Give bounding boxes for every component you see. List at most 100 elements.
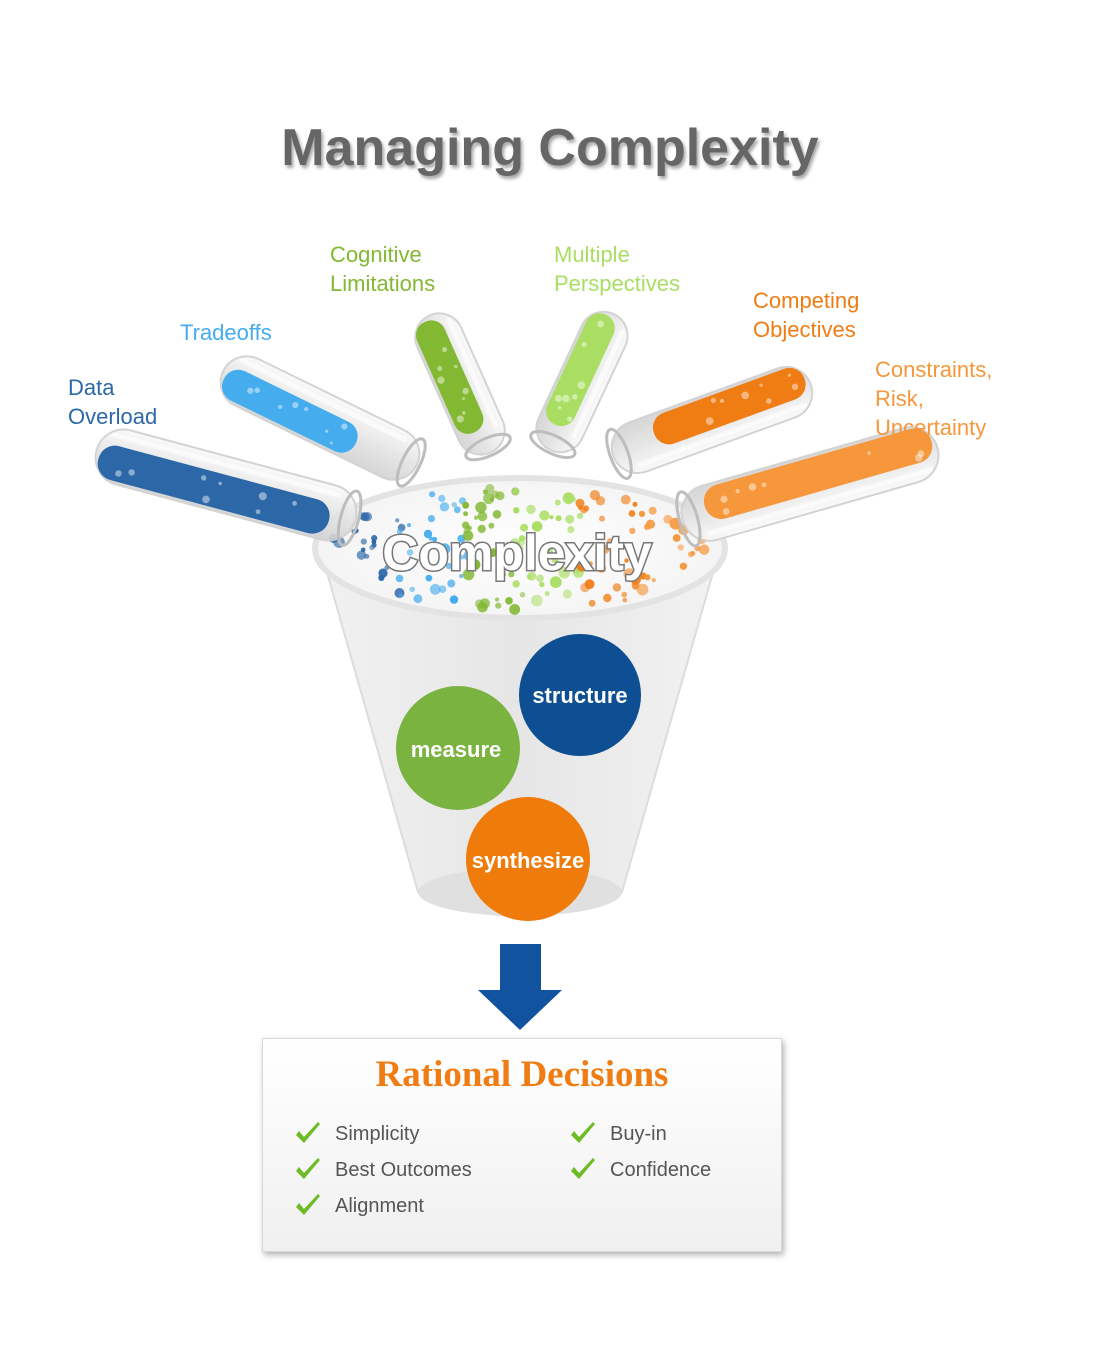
bubble xyxy=(462,568,475,581)
bubble xyxy=(463,551,473,561)
bubble xyxy=(527,571,537,581)
bubble xyxy=(477,511,488,522)
bubble xyxy=(549,576,562,588)
bubble xyxy=(459,573,464,579)
bubble xyxy=(405,565,412,572)
outcome-item-confidence: Confidence xyxy=(568,1155,711,1185)
bubble xyxy=(485,484,495,493)
bubble xyxy=(672,534,681,542)
bubble xyxy=(396,528,403,535)
step-structure-label: structure xyxy=(532,683,627,708)
bubble xyxy=(536,574,544,583)
bubble xyxy=(597,548,602,553)
bubble xyxy=(360,538,367,545)
mixed-bubbles xyxy=(328,484,710,615)
step-measure: measure xyxy=(396,686,520,810)
bubble xyxy=(475,501,487,514)
outcome-item-label: Buy-in xyxy=(610,1122,667,1145)
bubble xyxy=(603,593,612,603)
bubble xyxy=(509,604,521,615)
bubble xyxy=(587,561,593,567)
test-tube xyxy=(675,426,940,548)
bubble xyxy=(508,571,515,578)
bubble xyxy=(580,582,590,593)
bubble xyxy=(541,545,553,557)
outcome-item-label: Confidence xyxy=(610,1158,712,1181)
funnel-label: Complexity xyxy=(382,525,652,581)
bubble xyxy=(620,494,631,505)
bubble xyxy=(600,544,610,554)
bubble xyxy=(489,497,494,502)
bubble xyxy=(360,512,370,522)
bubble xyxy=(463,528,469,534)
bubble xyxy=(495,602,502,609)
bubble xyxy=(475,599,484,609)
bubble xyxy=(384,565,390,571)
bubble xyxy=(467,525,473,531)
label-data-overload: Data Overload xyxy=(68,375,158,429)
outcome-item-buy-in: Buy-in xyxy=(568,1119,667,1149)
bubble xyxy=(539,581,545,588)
bubble xyxy=(395,574,404,583)
step-synthesize: synthesize xyxy=(466,797,590,921)
bubble xyxy=(606,538,614,546)
bubble xyxy=(371,535,378,542)
bubble xyxy=(648,506,657,515)
bubble xyxy=(612,583,622,592)
checkmark-icon xyxy=(296,1122,320,1143)
bubble xyxy=(531,594,543,607)
bubble xyxy=(531,521,543,532)
bubble xyxy=(576,512,584,520)
bubble xyxy=(502,572,507,577)
bubble xyxy=(588,599,596,607)
bubble xyxy=(644,523,651,530)
bubble xyxy=(699,544,710,555)
bubble xyxy=(449,595,459,604)
step-structure-circle xyxy=(519,634,641,756)
outcome-item-best-outcomes: Best Outcomes xyxy=(293,1155,472,1185)
bubble xyxy=(371,542,377,548)
outcome-box: Rational Decisions Simplicity Best Outco… xyxy=(262,1038,782,1252)
bubble xyxy=(462,501,470,509)
bubble xyxy=(438,585,447,593)
bubble xyxy=(571,497,577,502)
bubble xyxy=(413,594,423,604)
bubble xyxy=(651,578,656,583)
bubble xyxy=(409,586,415,592)
bubble xyxy=(640,549,647,556)
bubble xyxy=(429,491,436,498)
bubble xyxy=(549,515,554,520)
bubble xyxy=(551,556,559,564)
bubble xyxy=(488,522,495,529)
bubble xyxy=(558,566,571,579)
bubble xyxy=(439,502,450,512)
bubble xyxy=(576,559,589,572)
bubble xyxy=(632,501,638,507)
outcome-item-label: Alignment xyxy=(335,1194,424,1217)
outcome-item-simplicity: Simplicity xyxy=(293,1119,419,1149)
test-tube xyxy=(529,310,629,460)
bubble xyxy=(432,536,438,542)
bubble xyxy=(453,506,461,514)
bubble xyxy=(463,511,469,517)
outcome-item-label: Simplicity xyxy=(335,1122,420,1145)
bubble xyxy=(439,543,451,555)
bubble xyxy=(445,562,452,570)
bubble xyxy=(513,544,521,553)
bubble xyxy=(562,589,572,599)
bubble xyxy=(406,523,412,528)
bubble xyxy=(679,562,688,570)
bubble xyxy=(398,593,404,598)
bubble xyxy=(492,510,502,519)
bubble xyxy=(473,515,479,520)
bubble xyxy=(589,490,601,501)
bubble xyxy=(406,549,414,556)
bubble xyxy=(624,558,629,563)
label-tradeoffs: Tradeoffs xyxy=(180,320,272,345)
outcome-item-alignment: Alignment xyxy=(293,1191,424,1221)
bubble xyxy=(464,548,470,553)
test-tube xyxy=(219,355,427,488)
step-synthesize-label: synthesize xyxy=(472,848,585,873)
step-measure-circle xyxy=(396,686,520,810)
